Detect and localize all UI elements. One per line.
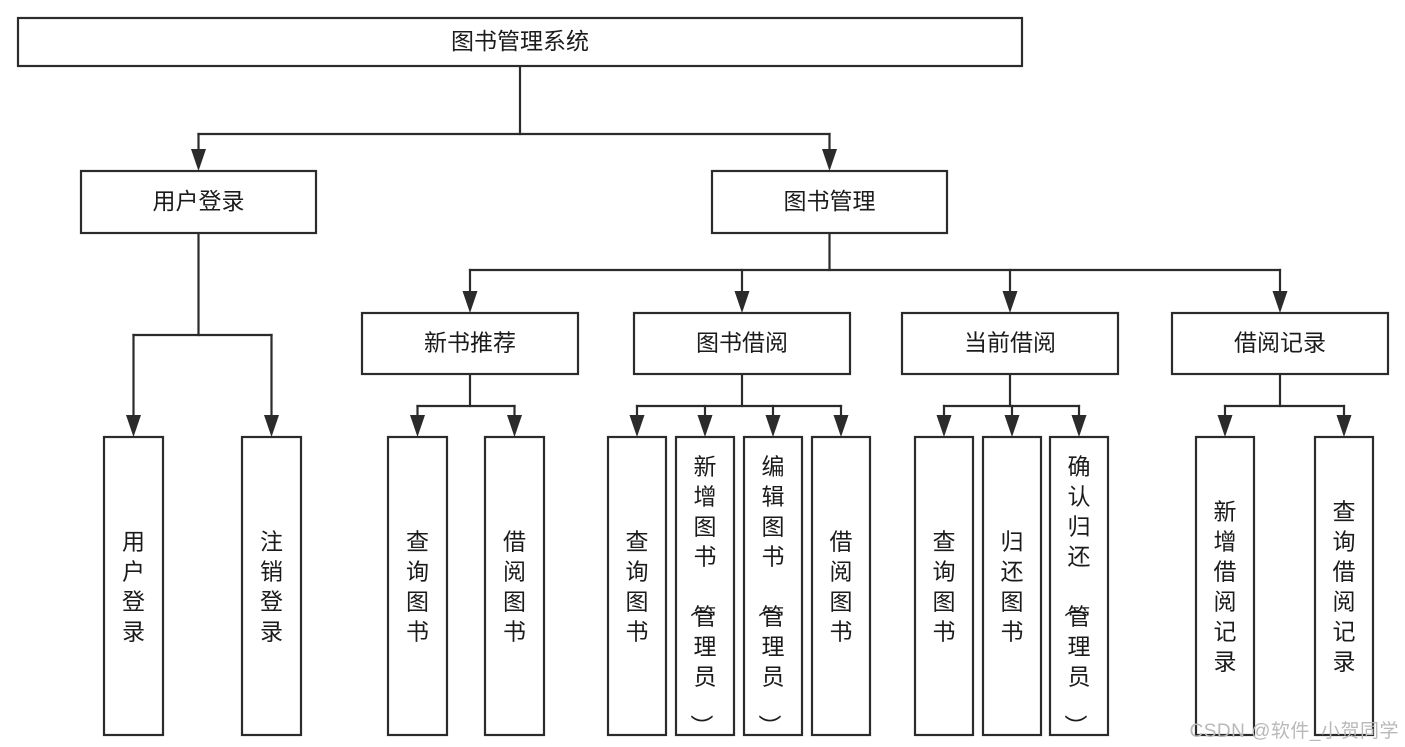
node-label: 确认归还（管理员） <box>1063 453 1091 737</box>
edge-group-current <box>936 372 1087 437</box>
node-leaf-query-record[interactable]: 查询借阅记录 <box>1313 435 1375 737</box>
node-box <box>674 435 736 737</box>
node-leaf-add-book[interactable]: 新增图书（管理员） <box>674 435 736 737</box>
arrow-head-icon <box>936 415 952 437</box>
node-leaf-add-record[interactable]: 新增借阅记录 <box>1194 435 1256 737</box>
node-label: 查询借阅记录 <box>1333 498 1356 674</box>
edge-group-login <box>126 231 279 437</box>
node-records[interactable]: 借阅记录 <box>1170 311 1390 376</box>
node-leaf-confirm-return[interactable]: 确认归还（管理员） <box>1048 435 1110 737</box>
arrow-head-icon <box>410 415 425 437</box>
node-label: 图书管理 <box>784 188 876 214</box>
arrow-head-icon <box>1336 415 1352 437</box>
arrow-head-icon <box>264 415 279 437</box>
arrow-head-icon <box>191 149 206 171</box>
node-box <box>913 435 975 737</box>
node-box <box>1313 435 1375 737</box>
node-box <box>810 435 872 737</box>
node-leaf-query-book-2[interactable]: 查询图书 <box>606 435 668 737</box>
node-label: 新增图书（管理员） <box>689 453 717 737</box>
node-label: 编辑图书（管理员） <box>757 453 785 737</box>
node-leaf-borrow-book-1[interactable]: 借阅图书 <box>483 435 546 737</box>
edge-group-borrow <box>629 372 849 437</box>
arrow-head-icon <box>833 415 849 437</box>
node-label: 查询图书 <box>406 528 429 644</box>
node-newrec[interactable]: 新书推荐 <box>360 311 580 376</box>
node-box <box>606 435 668 737</box>
arrow-head-icon <box>1217 415 1233 437</box>
node-label: 借阅图书 <box>830 528 853 644</box>
node-borrow[interactable]: 图书借阅 <box>632 311 852 376</box>
node-box <box>360 311 580 376</box>
edge-group-bookmgmt <box>462 231 1288 313</box>
arrow-head-icon <box>1272 291 1288 313</box>
node-leaf-return-book[interactable]: 归还图书 <box>981 435 1043 737</box>
node-box <box>483 435 546 737</box>
arrow-head-icon <box>507 415 522 437</box>
arrow-head-icon <box>462 291 478 313</box>
arrow-head-icon <box>126 415 141 437</box>
node-leaf-user-logout[interactable]: 注销登录 <box>240 435 303 737</box>
node-leaf-user-login[interactable]: 用户登录 <box>102 435 165 737</box>
node-leaf-query-book-1[interactable]: 查询图书 <box>386 435 449 737</box>
node-box <box>632 311 852 376</box>
node-box <box>240 435 303 737</box>
node-label: 用户登录 <box>153 188 245 214</box>
edge-group-records <box>1217 372 1352 437</box>
node-label: 图书管理系统 <box>451 28 589 54</box>
node-label: 新增借阅记录 <box>1214 498 1237 674</box>
node-label: 归还图书 <box>1001 528 1024 644</box>
node-box <box>900 311 1120 376</box>
node-label: 新书推荐 <box>424 330 516 356</box>
node-label: 注销登录 <box>260 528 283 644</box>
node-root[interactable]: 图书管理系统 <box>16 16 1024 68</box>
nodes-layer: 图书管理系统用户登录图书管理新书推荐图书借阅当前借阅借阅记录用户登录注销登录查询… <box>16 16 1390 737</box>
node-box <box>102 435 165 737</box>
edge-group-root <box>191 64 837 171</box>
arrow-head-icon <box>1071 415 1087 437</box>
node-box <box>1194 435 1256 737</box>
arrow-head-icon <box>629 415 645 437</box>
arrow-head-icon <box>1004 415 1020 437</box>
node-label: 查询图书 <box>933 528 956 644</box>
node-box <box>981 435 1043 737</box>
node-login[interactable]: 用户登录 <box>79 169 318 235</box>
arrow-head-icon <box>765 415 781 437</box>
node-box <box>1048 435 1110 737</box>
arrow-head-icon <box>822 149 837 171</box>
node-label: 图书借阅 <box>696 330 788 356</box>
node-bookmgmt[interactable]: 图书管理 <box>710 169 949 235</box>
node-leaf-query-book-3[interactable]: 查询图书 <box>913 435 975 737</box>
node-label: 借阅图书 <box>503 528 526 644</box>
node-leaf-edit-book[interactable]: 编辑图书（管理员） <box>742 435 804 737</box>
arrow-head-icon <box>734 291 750 313</box>
node-box <box>386 435 449 737</box>
node-box <box>79 169 318 235</box>
node-box <box>1170 311 1390 376</box>
edge-group-newrec <box>410 372 522 437</box>
arrow-head-icon <box>1002 291 1018 313</box>
edges-layer <box>126 64 1352 437</box>
node-label: 借阅记录 <box>1234 330 1326 356</box>
node-label: 查询图书 <box>626 528 649 644</box>
node-current[interactable]: 当前借阅 <box>900 311 1120 376</box>
node-box <box>742 435 804 737</box>
node-label: 当前借阅 <box>964 330 1056 356</box>
node-leaf-borrow-book-2[interactable]: 借阅图书 <box>810 435 872 737</box>
node-box <box>710 169 949 235</box>
node-label: 用户登录 <box>122 528 145 644</box>
node-box <box>16 16 1024 68</box>
arrow-head-icon <box>697 415 713 437</box>
